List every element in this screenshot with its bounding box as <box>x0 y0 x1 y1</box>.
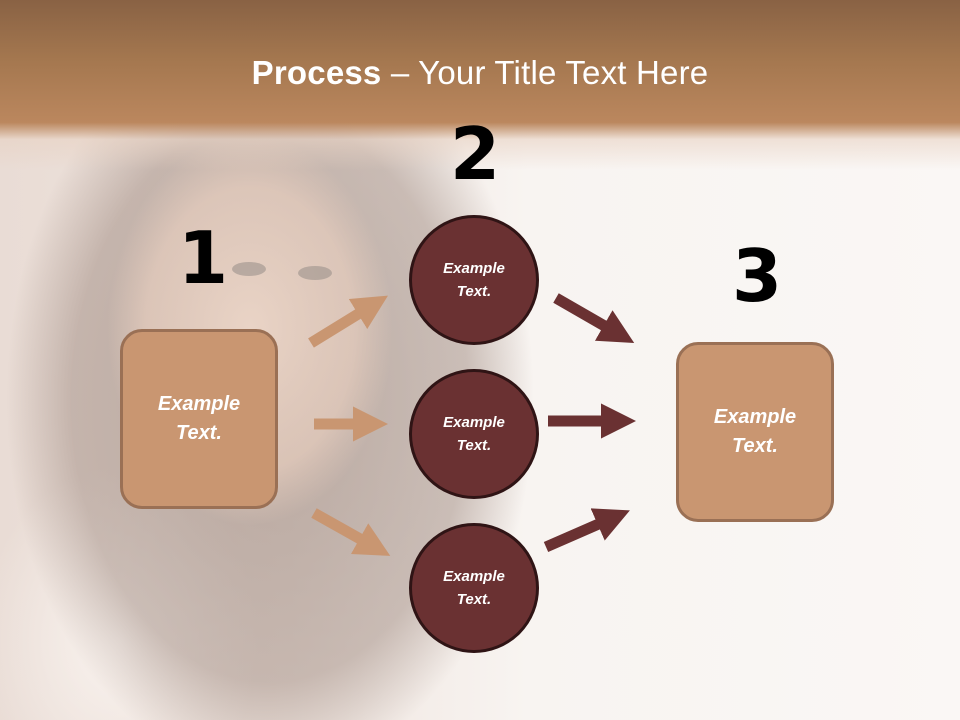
step-number-3: 3 <box>732 234 783 318</box>
arrow-icon <box>308 293 637 556</box>
step-number-2: 2 <box>450 112 501 196</box>
node-label-line1: Example <box>443 568 505 585</box>
title-rest: – Your Title Text Here <box>381 54 709 91</box>
step-2-node-top: Example Text. <box>409 215 539 345</box>
step-2-node-bottom: Example Text. <box>409 523 539 653</box>
node-label-line1: Example <box>443 260 505 277</box>
step-1-box: Example Text. <box>120 329 278 509</box>
slide-title: Process – Your Title Text Here <box>0 54 960 92</box>
node-label-line2: Text. <box>456 591 492 608</box>
step-1-label-line2: Text. <box>176 422 222 444</box>
step-1-label-line1: Example <box>157 393 241 415</box>
step-3-label-line1: Example <box>713 406 797 428</box>
step-2-node-middle: Example Text. <box>409 369 539 499</box>
photo-detail <box>298 266 332 280</box>
step-3-label-line2: Text. <box>732 435 778 457</box>
node-label-line2: Text. <box>456 437 492 454</box>
node-label-line1: Example <box>443 414 505 431</box>
photo-detail <box>232 262 266 276</box>
node-label-line2: Text. <box>456 283 492 300</box>
step-number-1: 1 <box>178 216 229 300</box>
step-3-box: Example Text. <box>676 342 834 522</box>
title-bold: Process <box>251 54 382 91</box>
title-banner <box>0 0 960 170</box>
